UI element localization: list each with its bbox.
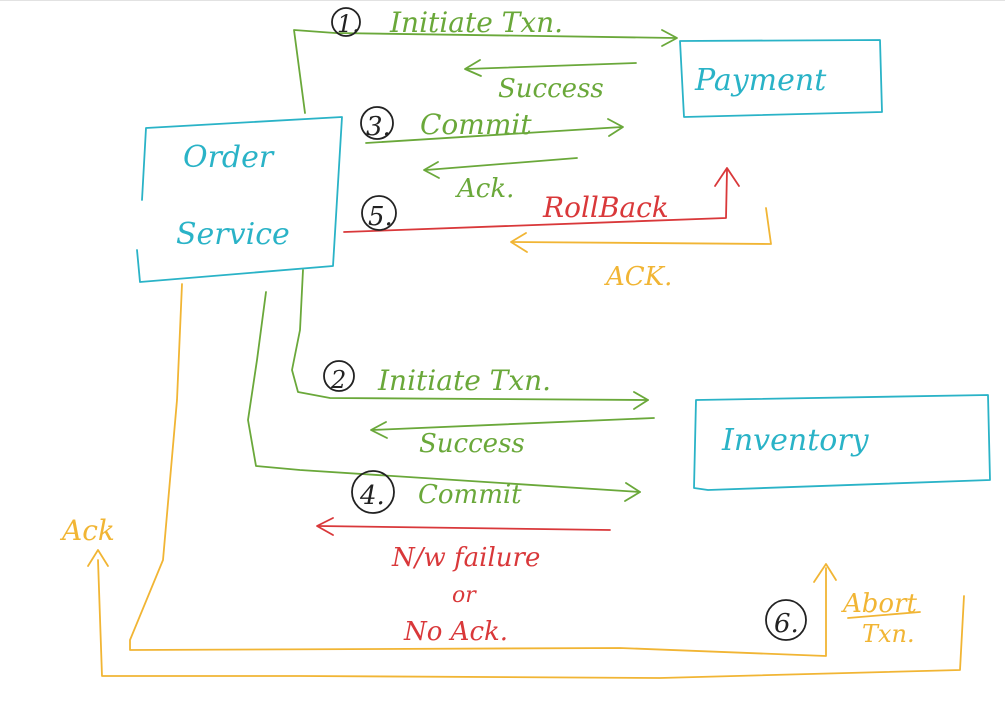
service-label: Service: [176, 217, 290, 252]
inventory-label: Inventory: [721, 423, 870, 458]
step-1-number: 1.: [337, 10, 360, 38]
inventory-box: Inventory: [693, 394, 991, 491]
step-5-number: 5.: [368, 202, 393, 232]
abort-line-2: Txn.: [862, 620, 915, 648]
success-inventory-label: Success: [419, 429, 525, 459]
step-5-rollback: 5. RollBack: [343, 167, 740, 233]
ack-rollback-arrow: ACK.: [510, 207, 772, 292]
payment-box: Payment: [679, 39, 883, 118]
failure-line-2: or: [452, 583, 477, 608]
success-payment-label: Success: [498, 74, 604, 104]
commit-inventory-label: Commit: [418, 480, 522, 510]
step-3-commit-payment: 3. Commit: [360, 106, 624, 144]
step-4-number: 4.: [359, 481, 385, 511]
ack-payment-arrow: Ack.: [423, 157, 578, 204]
commit-payment-label: Commit: [420, 108, 532, 141]
step-6-abort: 6. Abort Txn. Ack: [59, 283, 965, 679]
success-inventory-arrow: Success: [370, 417, 655, 459]
order-label: Order: [183, 140, 275, 175]
step-1-initiate-payment: 1. Initiate Txn.: [293, 6, 678, 114]
ack-payment-label: Ack.: [455, 174, 514, 204]
step-2-initiate-inventory: 2 Initiate Txn.: [291, 269, 649, 410]
initiate-inventory-label: Initiate Txn.: [377, 364, 551, 397]
step-4-commit-inventory: 4. Commit: [247, 291, 641, 514]
initiate-payment-label: Initiate Txn.: [389, 6, 563, 39]
order-service-box: Order Service: [136, 116, 343, 283]
success-payment-arrow: Success: [464, 59, 637, 104]
ack-left-label: Ack: [59, 514, 115, 547]
step-3-number: 3.: [366, 112, 391, 142]
failure-line-1: N/w failure: [391, 543, 540, 573]
failure-arrow: N/w failure or No Ack.: [316, 517, 611, 647]
step-6-number: 6.: [774, 609, 799, 639]
ack-rollback-label: ACK.: [604, 262, 672, 292]
rollback-label: RollBack: [542, 191, 669, 224]
top-border: [0, 0, 1005, 1]
step-2-number: 2: [330, 366, 346, 394]
payment-label: Payment: [694, 63, 827, 98]
failure-line-3: No Ack.: [403, 617, 508, 647]
